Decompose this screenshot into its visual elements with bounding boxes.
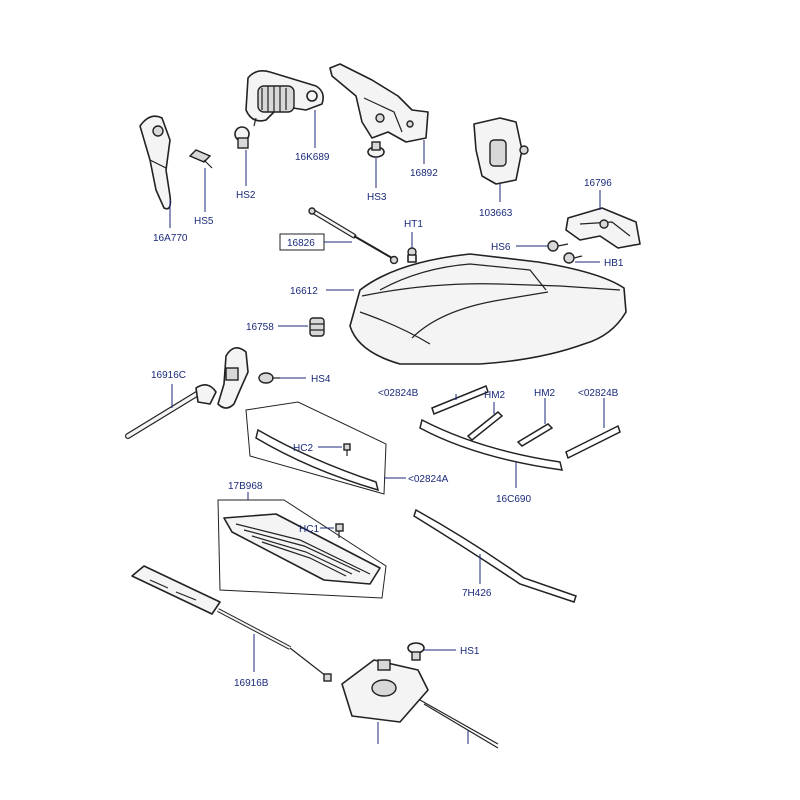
part-16C690-seal [419, 418, 563, 471]
group-box-02824A [245, 401, 387, 495]
part-HC1-clip [335, 523, 344, 538]
label-HS4: HS4 [311, 374, 331, 385]
label-HM2-right: HM2 [534, 388, 556, 399]
part-02824B-right-seal [565, 424, 621, 460]
part-HB1-bolt [563, 252, 583, 264]
label-HB1: HB1 [604, 258, 624, 269]
label-02824B-right: <02824B [578, 388, 619, 399]
label-HC2: HC2 [293, 443, 313, 454]
label-HS6: HS6 [491, 242, 511, 253]
part-HS5-screw [188, 149, 213, 169]
label-16826: 16826 [287, 238, 315, 249]
part-16796-hinge [565, 207, 641, 249]
part-16A770-release-handle [139, 115, 172, 210]
label-7H426: 7H426 [462, 588, 492, 599]
label-HS5: HS5 [194, 216, 214, 227]
group-box-17B968 [217, 499, 387, 599]
label-HM2-left: HM2 [484, 390, 506, 401]
part-HC2-clip [343, 443, 351, 456]
part-HS1-bolt [407, 642, 425, 661]
label-16916B: 16916B [234, 678, 269, 689]
label-16758: 16758 [246, 322, 274, 333]
part-17B968-cowl-panel [223, 513, 381, 585]
label-16796: 16796 [584, 178, 612, 189]
part-16916B-release-cable [131, 565, 332, 682]
part-HM2-left-rod [466, 410, 504, 442]
part-HM2-right-rod [516, 423, 554, 447]
part-16K689-latch-assembly [234, 70, 324, 149]
label-16892: 16892 [410, 168, 438, 179]
part-HS6-bolt [547, 240, 569, 252]
part-16826-gas-strut [308, 207, 399, 265]
part-16612-hood-panel [349, 253, 627, 365]
label-16A770: 16A770 [153, 233, 188, 244]
label-16916C: 16916C [151, 370, 186, 381]
part-16758-bumper [309, 317, 325, 337]
label-HS3: HS3 [367, 192, 387, 203]
label-02824A: <02824A [408, 474, 449, 485]
label-16C690: 16C690 [496, 494, 531, 505]
label-02824B-left: <02824B [378, 388, 419, 399]
part-hood-latch [341, 659, 499, 749]
label-103663: 103663 [479, 208, 513, 219]
part-02824A-seal [255, 428, 380, 492]
part-HS4-screw [258, 372, 280, 384]
part-103663-bracket [473, 117, 529, 185]
part-16916C-release-cable [125, 347, 249, 439]
part-7H426-seal [413, 508, 577, 603]
label-16612: 16612 [290, 286, 318, 297]
part-HT1-clip [407, 247, 417, 263]
label-16K689: 16K689 [295, 152, 330, 163]
part-02824B-left-seal [431, 385, 489, 415]
label-HS1: HS1 [460, 646, 480, 657]
label-HT1: HT1 [404, 219, 423, 230]
label-17B968: 17B968 [228, 481, 263, 492]
label-HC1: HC1 [299, 524, 319, 535]
part-16892-hood-hinge [329, 63, 429, 143]
part-HS3-bolt [367, 141, 385, 158]
label-HS2: HS2 [236, 190, 256, 201]
